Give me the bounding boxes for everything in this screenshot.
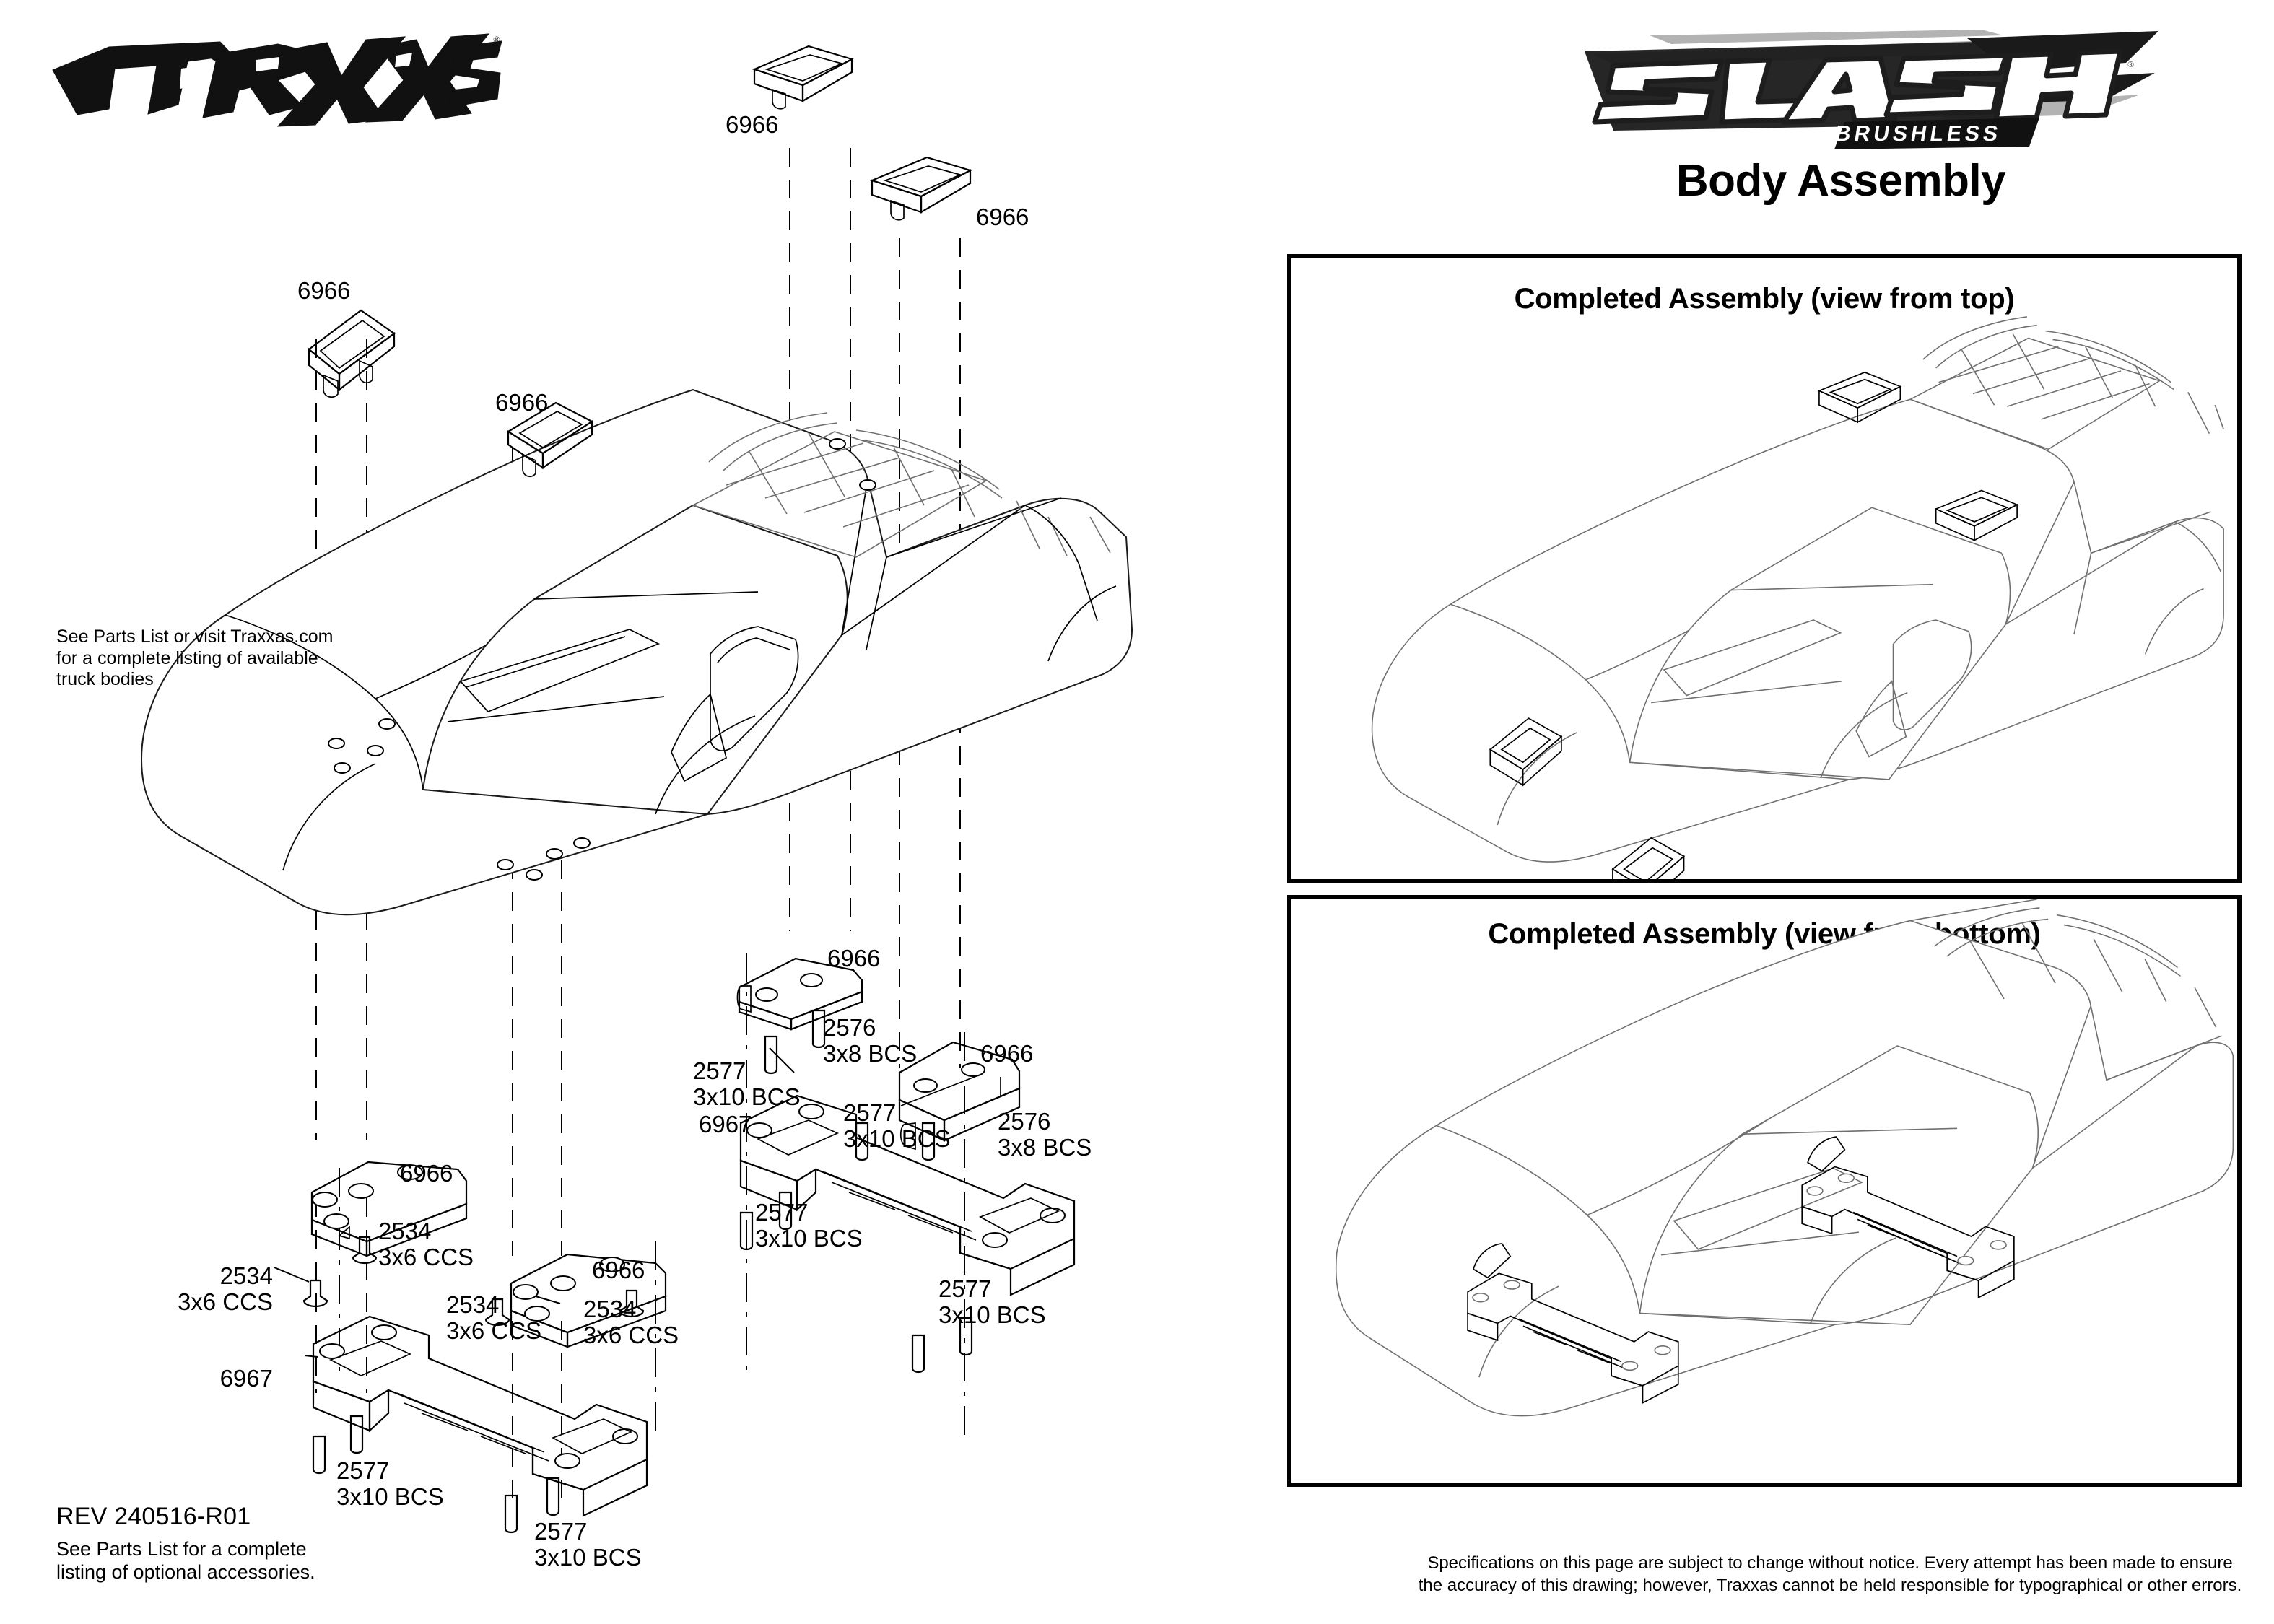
part-callout-2534: 2534 3x6 CCS (446, 1291, 542, 1345)
note-optional-accessories: See Parts List for a complete listing of… (56, 1538, 315, 1584)
traxxas-logo: ® (40, 18, 509, 141)
part-6966-cap-a (752, 45, 854, 110)
part-callout-2534: 2534 3x6 CCS (583, 1296, 679, 1349)
revision-label: REV 240516-R01 (56, 1503, 251, 1530)
installed-cap-3 (1817, 371, 1902, 424)
part-callout-6967: 6967 (699, 1111, 752, 1138)
part-callout-2577: 2577 3x10 BCS (938, 1275, 1046, 1329)
panel-completed-assembly-bottom: Completed Assembly (view from bottom) (1287, 895, 2242, 1487)
assembly-bottom-drawing (1335, 899, 2234, 1417)
part-callout-2576: 2576 3x8 BCS (823, 1014, 918, 1068)
part-callout-6966: 6966 (726, 111, 779, 138)
part-callout-6966: 6966 (592, 1257, 645, 1283)
part-callout-6966: 6966 (980, 1040, 1034, 1067)
page-title: Body Assembly (1676, 156, 2006, 206)
brushless-text: BRUSHLESS (1834, 122, 2003, 146)
part-callout-2577: 2577 3x10 BCS (693, 1057, 801, 1111)
legal-disclaimer: Specifications on this page are subject … (1418, 1553, 2242, 1596)
panel-top-title: Completed Assembly (view from top) (1514, 283, 2015, 315)
part-callout-6967: 6967 (219, 1365, 273, 1392)
part-callout-6966: 6966 (827, 945, 881, 972)
installed-cap-1 (1489, 717, 1563, 787)
assembly-top-drawing (1371, 316, 2224, 879)
body-mount-holes (328, 438, 876, 881)
panel-completed-assembly-top: Completed Assembly (view from top) (1287, 254, 2242, 883)
part-callout-2576: 2576 3x8 BCS (998, 1108, 1092, 1161)
part-callout-2534: 2534 3x6 CCS (378, 1218, 474, 1271)
part-6966-cap-b (869, 156, 972, 221)
part-callout-2577: 2577 3x10 BCS (843, 1099, 951, 1153)
registered-mark: ® (493, 34, 500, 45)
installed-bracket-1 (1801, 1136, 2015, 1299)
part-6966-cap-c (308, 309, 396, 398)
installed-cap-2 (1611, 837, 1686, 879)
part-callout-2577: 2577 3x10 BCS (534, 1518, 642, 1571)
note-truck-bodies: See Parts List or visit Traxxas.com for … (56, 627, 334, 689)
part-callout-6966: 6966 (976, 204, 1029, 230)
part-callout-2577: 2577 3x10 BCS (755, 1199, 863, 1252)
registered-mark-slash: ® (2127, 59, 2134, 69)
part-callout-6966: 6966 (495, 389, 549, 416)
part-callout-2577: 2577 3x10 BCS (336, 1457, 444, 1511)
part-callout-6966: 6966 (297, 277, 351, 304)
part-callout-6966: 6966 (400, 1160, 453, 1187)
slash-brushless-logo: ® BRUSHLESS (1505, 25, 2177, 155)
installed-bracket-2 (1467, 1243, 1679, 1405)
installed-cap-4 (1934, 489, 2019, 541)
part-callout-2534: 2534 3x6 CCS (177, 1262, 273, 1316)
